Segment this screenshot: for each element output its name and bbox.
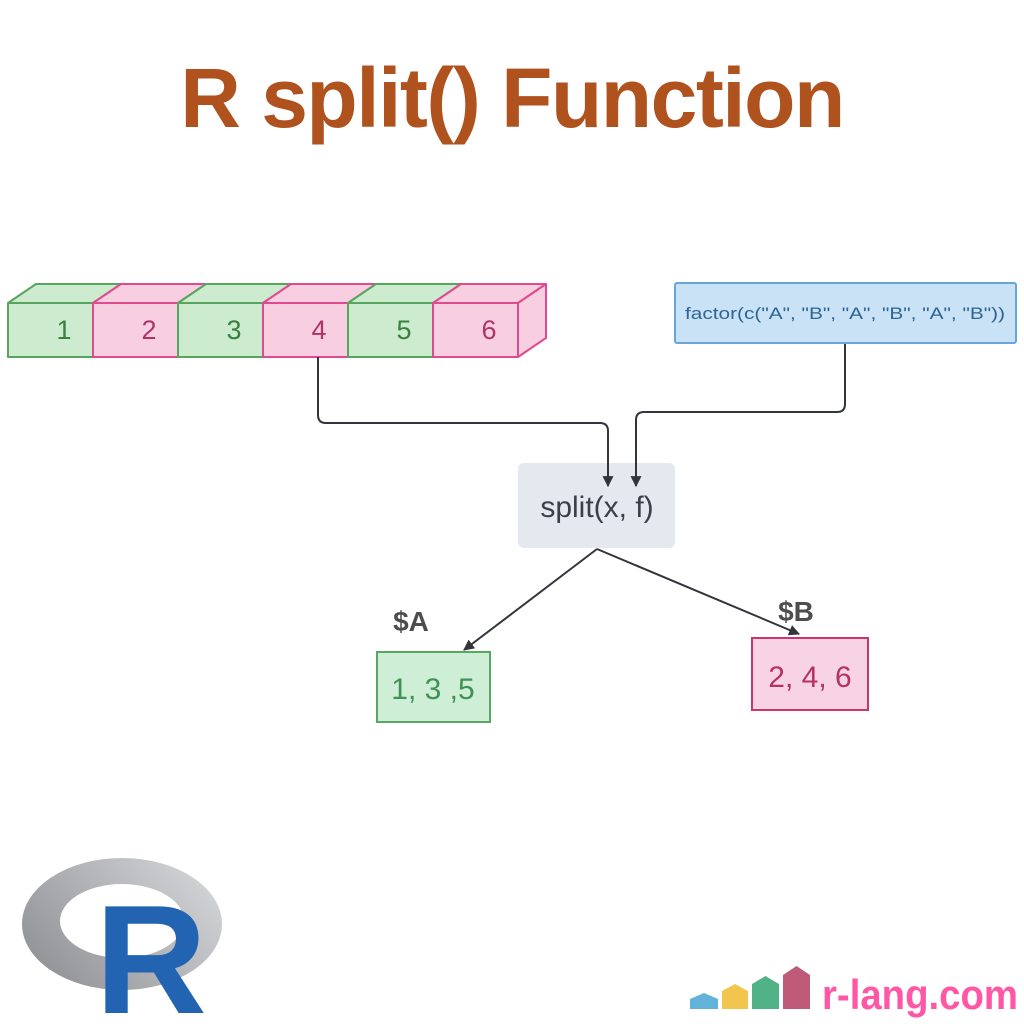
vector-cell-5: 5 xyxy=(347,283,462,358)
cell-front-face xyxy=(177,302,264,358)
vector-cell-3: 3 xyxy=(177,283,292,358)
result-b-rect xyxy=(751,637,869,711)
cell-value: 5 xyxy=(396,315,411,345)
factor-box: factor(c("A", "B", "A", "B", "A", "B")) xyxy=(674,282,1017,344)
result-a-values: 1, 3 ,5 xyxy=(391,673,474,706)
factor-box-rect xyxy=(674,282,1017,344)
r-logo-ring xyxy=(22,858,222,990)
result-b-values: 2, 4, 6 xyxy=(768,661,851,694)
brand-bar-icon-blue xyxy=(690,993,718,1009)
brand-logo: r-lang.com xyxy=(690,966,1018,1018)
brand-bar-icon-yellow xyxy=(722,984,748,1009)
page-title: R split() Function xyxy=(180,51,845,145)
cell-front-face xyxy=(347,302,434,358)
cell-front-face xyxy=(262,302,349,358)
arrow-split-to-a xyxy=(463,548,598,651)
vector-cell-6: 6 xyxy=(432,283,547,358)
result-a-key: $A xyxy=(393,606,429,637)
cell-value: 2 xyxy=(141,315,156,345)
cell-value: 1 xyxy=(56,315,71,345)
cell-front-face xyxy=(7,302,94,358)
result-b-key: $B xyxy=(778,596,814,627)
connector-f-to-split xyxy=(630,344,846,488)
factor-code: factor(c("A", "B", "A", "B", "A", "B")) xyxy=(685,304,1005,323)
connector-x-to-split xyxy=(317,357,614,488)
cell-front-face xyxy=(432,302,519,358)
r-logo: R xyxy=(22,858,222,1024)
result-b: $B 2, 4, 6 xyxy=(751,596,869,711)
result-a-rect xyxy=(376,651,491,723)
brand-bar-icon-green xyxy=(752,976,779,1009)
cell-value: 3 xyxy=(226,315,241,345)
cell-value: 6 xyxy=(481,315,496,345)
cell-front-face xyxy=(92,302,179,358)
vector-x: 1 2 3 4 5 xyxy=(7,283,547,358)
vector-cell-4: 4 xyxy=(262,283,377,358)
cell-value: 4 xyxy=(311,315,326,345)
split-box-label: split(x, f) xyxy=(540,491,653,524)
arrow-split-to-b xyxy=(596,548,801,636)
brand-site-text: r-lang.com xyxy=(822,971,1018,1018)
brand-bar-icon-mauve xyxy=(783,966,810,1009)
r-logo-letter: R xyxy=(95,873,207,1024)
result-a: $A 1, 3 ,5 xyxy=(376,606,491,723)
